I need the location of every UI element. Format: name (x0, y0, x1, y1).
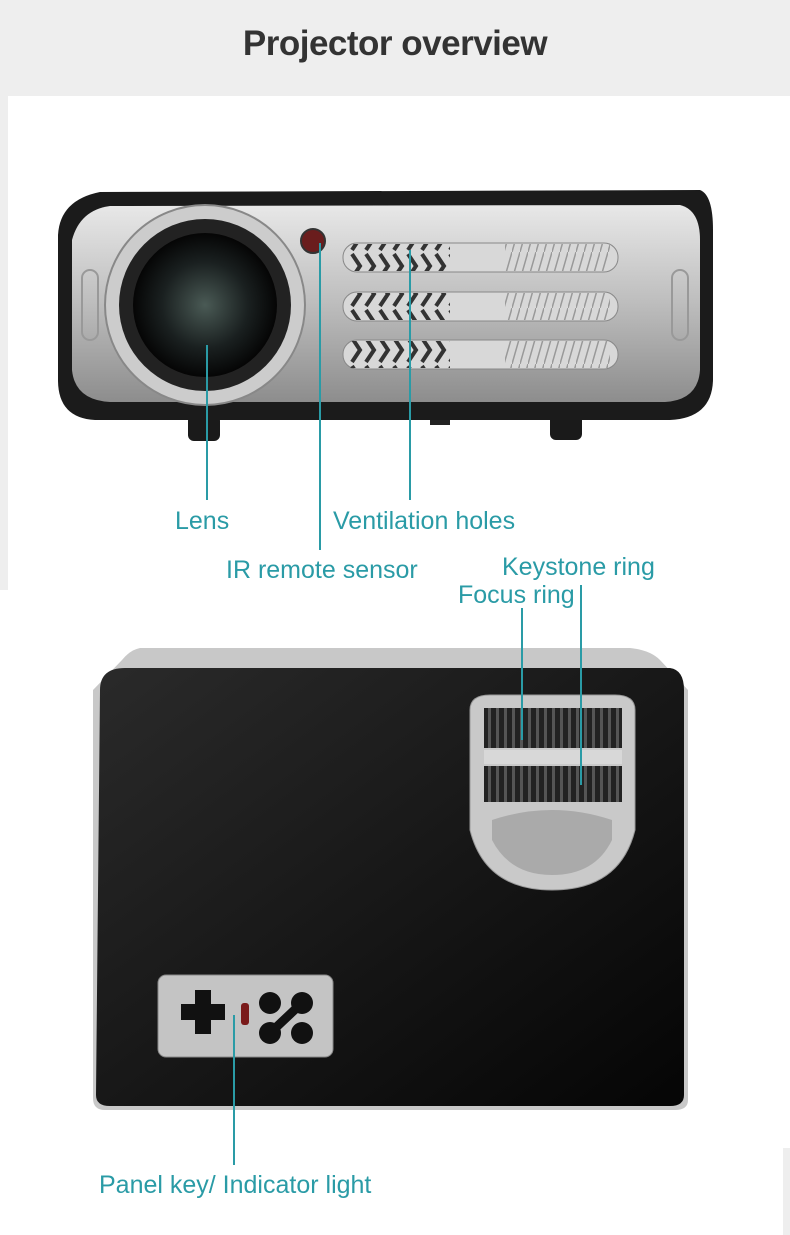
label-ir-remote-sensor: IR remote sensor (226, 556, 418, 584)
projector-front (58, 190, 713, 441)
label-ventilation-holes: Ventilation holes (333, 507, 516, 535)
ir-sensor (300, 228, 326, 254)
projector-top (93, 648, 688, 1110)
panel-keys (157, 974, 334, 1058)
header-band (0, 0, 790, 96)
label-keystone-ring: Keystone ring (502, 553, 655, 581)
label-focus-ring: Focus ring (458, 581, 575, 609)
page-title: Projector overview (242, 24, 548, 63)
lens (133, 233, 277, 377)
left-strip (0, 96, 8, 590)
label-lens: Lens (175, 507, 230, 535)
callout-lines (206, 243, 582, 1165)
lens-rings (469, 694, 636, 891)
foot-left (188, 415, 220, 441)
right-strip (783, 1148, 790, 1235)
indicator-light (241, 1003, 249, 1025)
ventilation-holes (342, 242, 619, 370)
label-panel-key: Panel key/ Indicator light (99, 1171, 372, 1199)
